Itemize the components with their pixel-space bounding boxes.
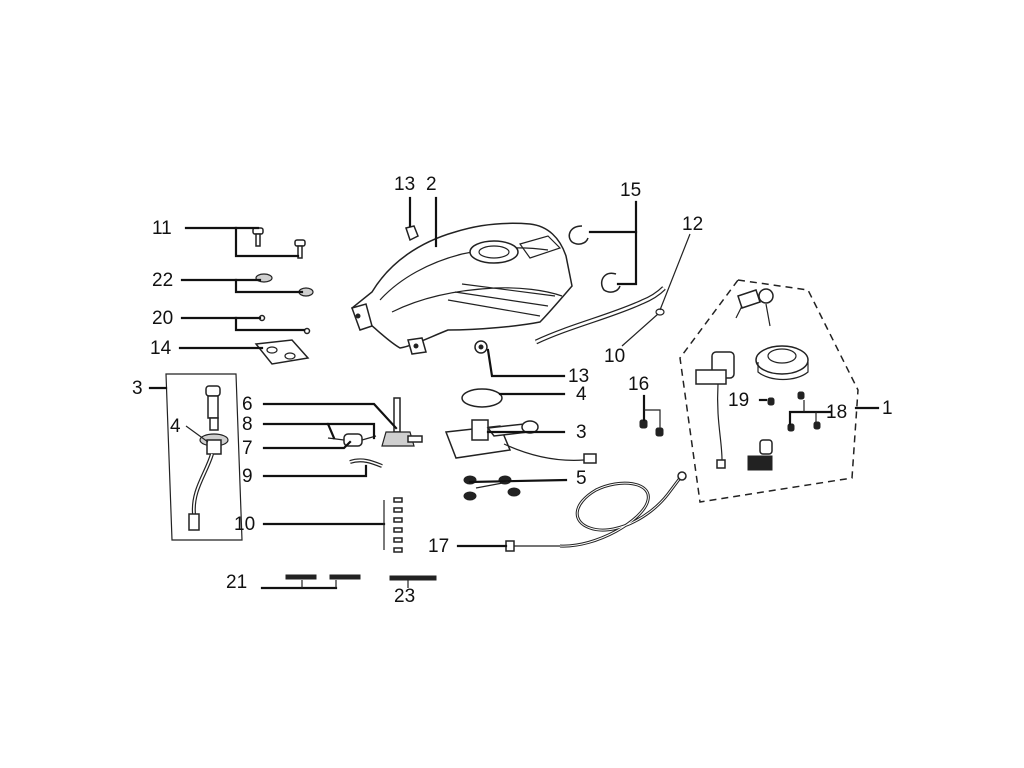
tapes-21 — [285, 574, 361, 580]
filter-7 — [327, 433, 377, 447]
callout-1: 1 — [882, 398, 893, 419]
callout-7: 7 — [242, 438, 253, 459]
callout-4-left: 4 — [170, 416, 181, 437]
nut-13-top — [405, 225, 419, 242]
callout-2: 2 — [426, 174, 437, 195]
fuel-tank — [350, 222, 573, 355]
nut-13-bottom — [474, 340, 488, 354]
callout-21: 21 — [226, 572, 247, 593]
callout-9: 9 — [242, 466, 253, 487]
clip-15-upper — [568, 225, 589, 245]
callout-3-left: 3 — [132, 378, 143, 399]
breather-hose-12 — [534, 286, 666, 345]
callout-12: 12 — [682, 214, 703, 235]
callout-4-center: 4 — [576, 384, 587, 405]
hose-9 — [349, 458, 383, 468]
callout-numbers: 11 22 20 14 3 4 13 2 15 12 10 13 4 3 5 6… — [132, 174, 893, 607]
fuel-cock-6 — [381, 397, 423, 447]
grommets-5 — [463, 475, 521, 501]
fuel-sender-3-left-box — [165, 373, 243, 541]
clip-15-lower — [600, 272, 621, 293]
callout-3-center: 3 — [576, 422, 587, 443]
callout-6: 6 — [242, 394, 253, 415]
callout-14: 14 — [150, 338, 172, 359]
lock-set-1-box — [679, 279, 859, 503]
callout-23: 23 — [394, 586, 415, 607]
callout-8: 8 — [242, 414, 253, 435]
callout-22: 22 — [152, 270, 173, 291]
callout-17: 17 — [428, 536, 449, 557]
callout-5: 5 — [576, 468, 587, 489]
tape-23 — [389, 575, 437, 581]
bolt-11-b — [294, 239, 306, 259]
callout-15: 15 — [620, 180, 641, 201]
rubber-plate-14 — [254, 339, 310, 365]
callout-13-bottom: 13 — [568, 366, 589, 387]
gasket-4 — [461, 388, 503, 408]
screws-16 — [639, 419, 664, 437]
pin-20-b — [303, 327, 311, 335]
callout-18: 18 — [826, 402, 847, 423]
cable-17 — [505, 471, 687, 552]
callout-20: 20 — [152, 308, 173, 329]
callout-11: 11 — [152, 218, 172, 239]
callout-19: 19 — [728, 390, 749, 411]
bolt-11-a — [252, 227, 264, 247]
callout-13-top: 13 — [394, 174, 415, 195]
callout-10-left: 10 — [234, 514, 255, 535]
fuel-unit-3-center — [444, 419, 597, 464]
callout-16: 16 — [628, 374, 649, 395]
leader-lines — [148, 196, 880, 590]
callout-10-right: 10 — [604, 346, 625, 367]
clips-10-column — [393, 497, 403, 553]
